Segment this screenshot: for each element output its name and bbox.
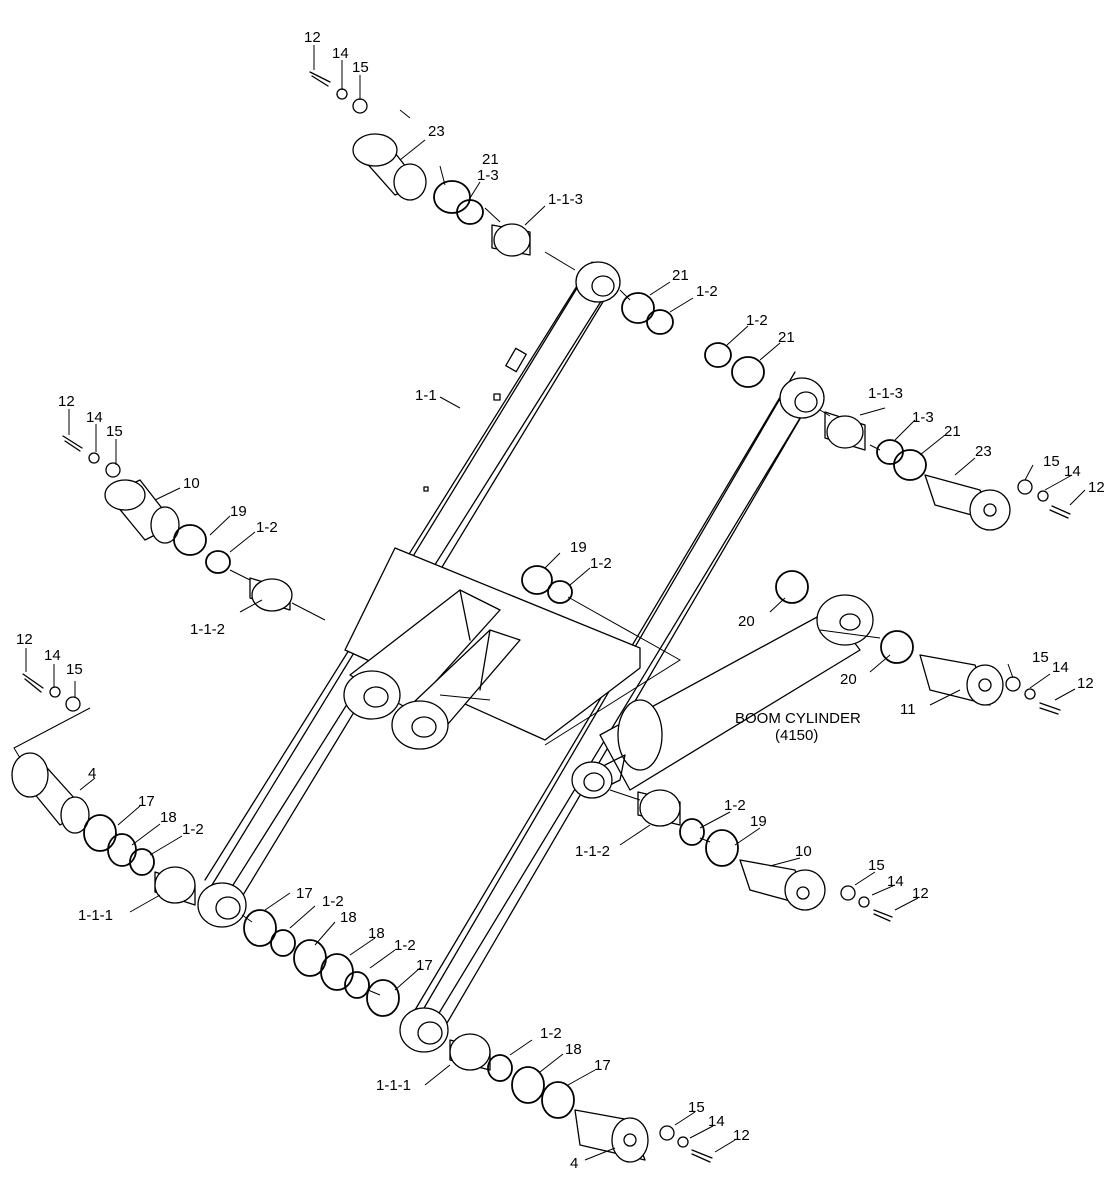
label-15: 15 [688, 1099, 705, 1116]
label-1-2: 1-2 [540, 1025, 562, 1042]
label-14: 14 [887, 873, 904, 890]
washers-lower-left [83, 814, 155, 876]
label-20: 20 [738, 613, 755, 630]
label-14: 14 [86, 409, 103, 426]
label-1-2: 1-2 [322, 893, 344, 910]
label-4: 4 [570, 1155, 578, 1172]
label-1-2: 1-2 [724, 797, 746, 814]
label-4: 4 [88, 765, 96, 782]
hardware-sets [22, 71, 1071, 1163]
label-19: 19 [570, 539, 587, 556]
label-19: 19 [230, 503, 247, 520]
label-12: 12 [58, 393, 75, 410]
label-17: 17 [416, 957, 433, 974]
bushing-1-1-1-left [154, 866, 196, 906]
label-15: 15 [66, 661, 83, 678]
label-14: 14 [332, 45, 349, 62]
pin-23-right [924, 474, 1011, 531]
label-23: 23 [428, 123, 445, 140]
label-21: 21 [482, 151, 499, 168]
label-17: 17 [138, 793, 155, 810]
label-1-1-1: 1-1-1 [78, 907, 113, 924]
label-17: 17 [296, 885, 313, 902]
bushing-1-1-1-right [449, 1033, 491, 1071]
washer-21-top [433, 180, 484, 225]
label-15: 15 [352, 59, 369, 76]
label-1-2: 1-2 [590, 555, 612, 572]
label-15: 15 [1032, 649, 1049, 666]
label-1-1-2: 1-1-2 [575, 843, 610, 860]
label-21: 21 [672, 267, 689, 284]
label-11: 11 [900, 701, 916, 718]
pin-23-top [352, 133, 427, 201]
label-1-1-2: 1-1-2 [190, 621, 225, 638]
label-21: 21 [944, 423, 961, 440]
label-12: 12 [304, 29, 321, 46]
label-18: 18 [340, 909, 357, 926]
callout-labels: 12 14 15 23 21 1-3 1-1-3 21 1-2 1-2 21 1… [16, 29, 1105, 1172]
washers-lower-center [243, 909, 400, 1017]
label-12: 12 [1088, 479, 1105, 496]
bushing-1-1-2-left [249, 577, 293, 612]
washers-right-top [621, 292, 765, 388]
label-1-2: 1-2 [394, 937, 416, 954]
label-14: 14 [708, 1113, 725, 1130]
assembly-lines [13, 109, 881, 996]
label-1-2: 1-2 [256, 519, 278, 536]
boom-cross-member [343, 547, 641, 750]
label-10: 10 [795, 843, 812, 860]
boom-cylinder-label: BOOM CYLINDER [735, 710, 861, 727]
label-1-2: 1-2 [182, 821, 204, 838]
label-15: 15 [868, 857, 885, 874]
label-1-3: 1-3 [477, 167, 499, 184]
pin-4-bottom [574, 1109, 649, 1163]
boom-link-left [197, 261, 621, 928]
label-12: 12 [16, 631, 33, 648]
label-18: 18 [565, 1041, 582, 1058]
label-1-1-3: 1-1-3 [868, 385, 903, 402]
washers-right-lower [679, 818, 739, 867]
label-18: 18 [368, 925, 385, 942]
label-12: 12 [1077, 675, 1094, 692]
label-1-3: 1-3 [912, 409, 934, 426]
washers-left-mid [173, 524, 231, 574]
pin-4-left [11, 752, 90, 834]
boom-cylinder [571, 594, 874, 799]
label-21: 21 [778, 329, 795, 346]
label-14: 14 [1052, 659, 1069, 676]
bushing-1-1-3-top [491, 223, 531, 257]
washers-bottom [487, 1054, 575, 1119]
bushing-1-1-3-right [824, 411, 866, 451]
pin-10-right [739, 859, 826, 911]
label-1-1: 1-1 [415, 387, 437, 404]
label-12: 12 [912, 885, 929, 902]
label-19: 19 [750, 813, 767, 830]
boom-cylinder-code: (4150) [775, 727, 818, 744]
label-20: 20 [840, 671, 857, 688]
bushing-1-1-2-right [637, 789, 681, 827]
label-10: 10 [183, 475, 200, 492]
pin-10-left [104, 479, 180, 544]
label-23: 23 [975, 443, 992, 460]
label-14: 14 [1064, 463, 1081, 480]
label-1-1-1: 1-1-1 [376, 1077, 411, 1094]
pin-11 [919, 654, 1004, 706]
label-12: 12 [733, 1127, 750, 1144]
label-15: 15 [106, 423, 123, 440]
label-15: 15 [1043, 453, 1060, 470]
leader-lines [25, 45, 1086, 1161]
label-14: 14 [44, 647, 61, 664]
label-1-2: 1-2 [746, 312, 768, 329]
label-1-2: 1-2 [696, 283, 718, 300]
washers-center [521, 565, 573, 604]
washers-cylinder [775, 570, 914, 664]
washers-right-mid [876, 439, 927, 481]
label-17: 17 [594, 1057, 611, 1074]
label-18: 18 [160, 809, 177, 826]
label-1-1-3: 1-1-3 [548, 191, 583, 208]
